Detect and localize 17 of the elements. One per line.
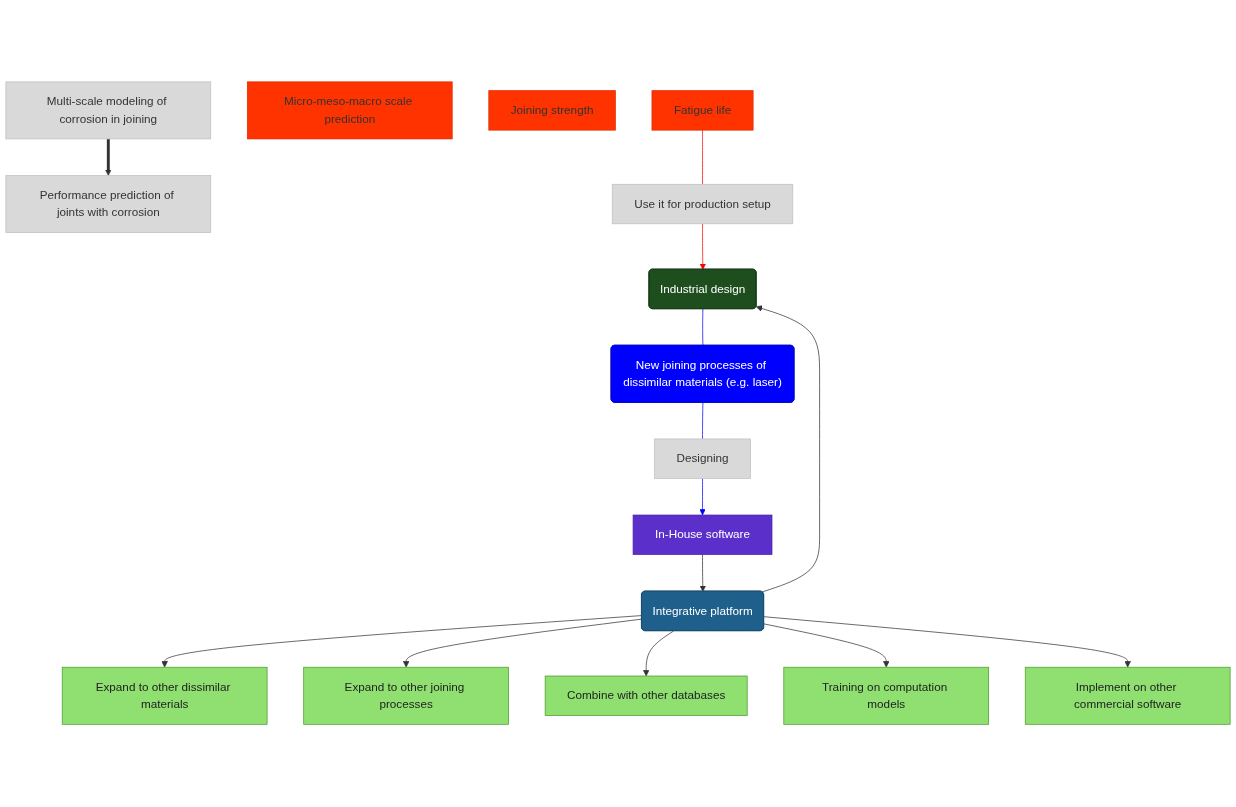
node-box: Designing xyxy=(654,439,751,480)
connector xyxy=(702,309,704,347)
connector xyxy=(702,130,703,186)
node-box: Expand to other dissimilar materials xyxy=(61,667,268,726)
node-box: Combine with other databases xyxy=(544,676,748,717)
node-box: Micro-meso-macro scale prediction xyxy=(246,81,453,140)
node-box: Implement on other commercial software xyxy=(1024,667,1231,726)
node-box: Joining strength xyxy=(488,90,616,131)
connector xyxy=(702,402,704,440)
arrow xyxy=(105,139,112,177)
node-box: Expand to other joining processes xyxy=(303,667,509,726)
node-box: In-House software xyxy=(632,515,773,556)
node-box: Multi-scale modeling of corrosion in joining xyxy=(5,81,212,140)
node-box: Training on computation models xyxy=(783,667,990,726)
node-box: Fatigue life xyxy=(651,90,754,131)
node-box: Performance prediction of joints with corrosion xyxy=(5,175,212,234)
node-box: Use it for production setup xyxy=(611,184,794,225)
